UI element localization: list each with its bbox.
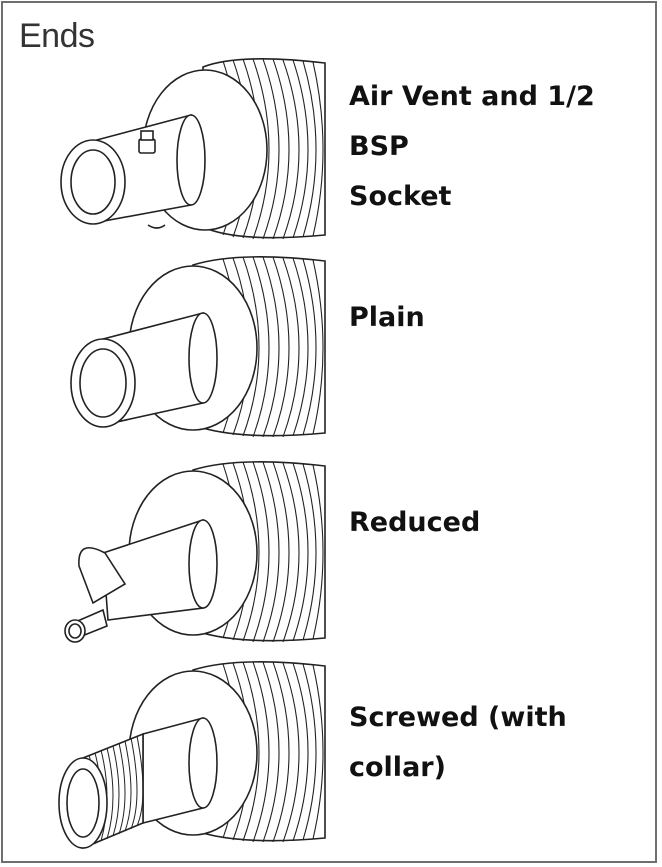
end-item-label: Plain [349,293,649,343]
reduced-pipe-illustration [64,461,326,643]
end-item-label: Reduced [349,498,649,548]
label-line: Screwed (with [349,702,567,733]
label-line: Socket [349,181,452,212]
end-item-label: Screwed (with collar) [349,693,649,793]
label-line: Air Vent and 1/2 BSP [349,81,595,162]
label-line: Reduced [349,507,481,538]
air-vent-pipe-illustration [60,58,326,240]
diagram-title: Ends [19,17,95,55]
screwed-pipe-illustration [58,661,326,850]
label-line: collar) [349,752,446,783]
end-item-label: Air Vent and 1/2 BSP Socket [349,72,649,222]
plain-pipe-illustration [70,256,326,438]
label-line: Plain [349,302,425,333]
